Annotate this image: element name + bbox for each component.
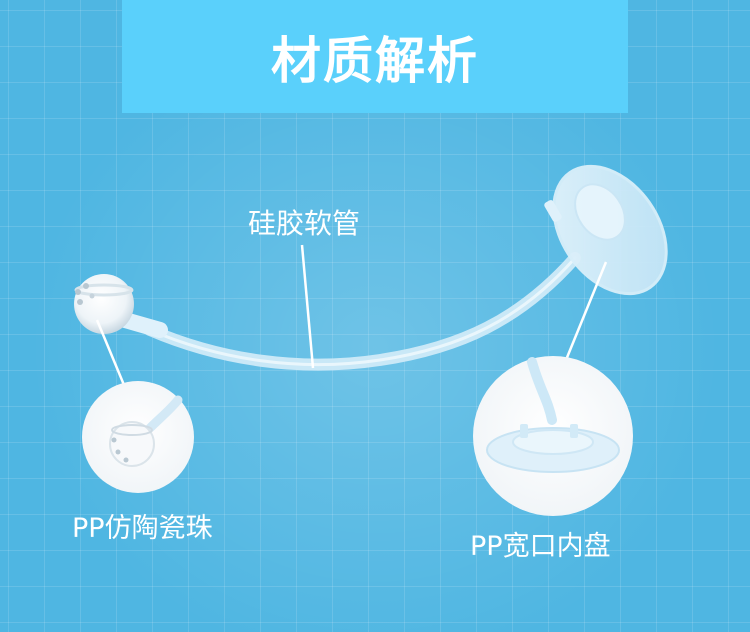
page-title: 材质解析 [271,31,479,90]
disc-detail-circle [473,356,633,516]
inner-disc-label: PP宽口内盘 [470,531,611,562]
title-banner: 材质解析 [122,0,628,113]
bead-detail-circle [82,381,194,493]
ceramic-bead-label: PP仿陶瓷珠 [72,513,213,544]
bead-pointer-line [95,319,126,386]
silicone-tube-label: 硅胶软管 [248,207,361,240]
silicone-tube [110,252,581,371]
ceramic-bead [74,274,134,334]
disc-pointer-line [564,261,608,361]
inner-disc [544,164,668,296]
tube-pointer-line [300,244,315,369]
